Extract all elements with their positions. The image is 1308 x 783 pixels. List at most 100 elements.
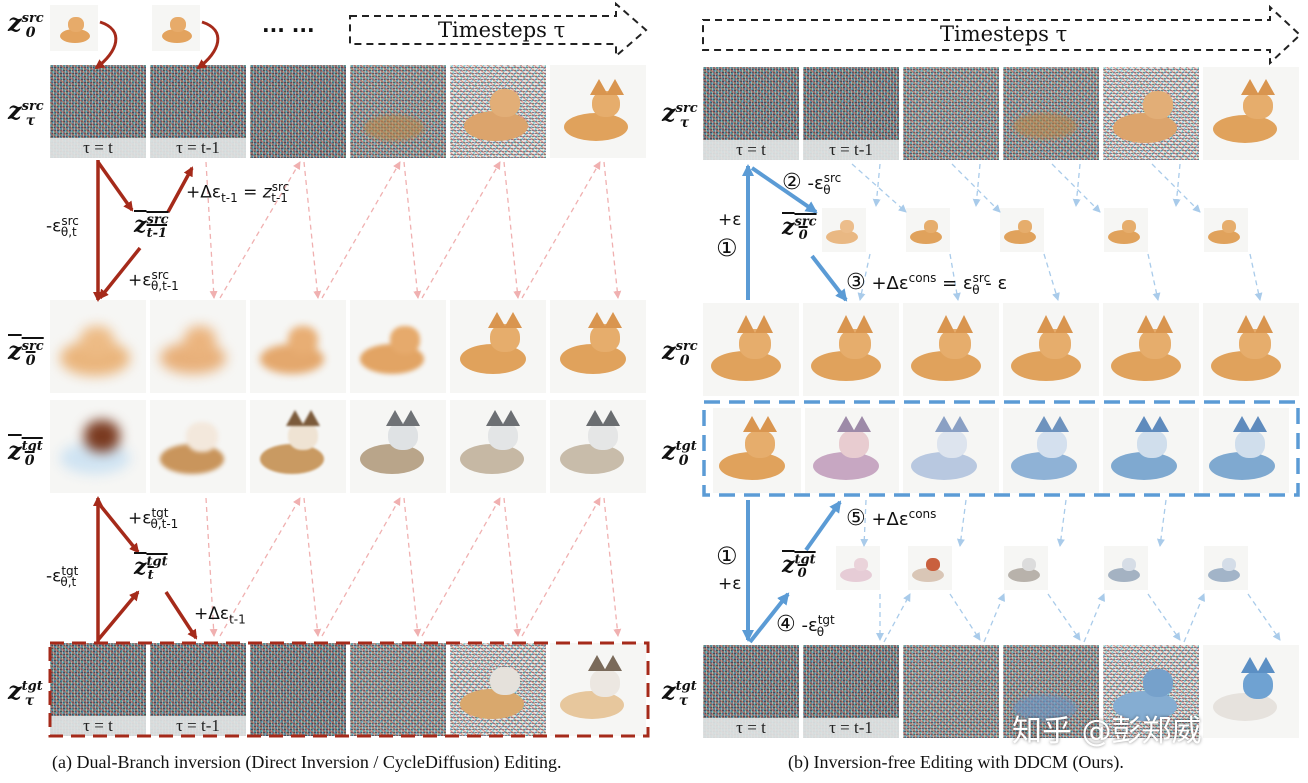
tau-t1-label: τ = t-1: [803, 718, 899, 738]
small-pred-src-3: [1000, 208, 1044, 252]
arrow-to-zbar-src: [96, 160, 134, 212]
src-clean-b-2: [803, 303, 899, 396]
tgt-edit-b-2: [805, 408, 899, 493]
delta-bottom: +Δεt-1: [194, 604, 246, 627]
small-pred-src-1: [822, 208, 866, 252]
blue-arrow-step5: [804, 500, 842, 552]
timesteps-arrow-a: [349, 1, 648, 59]
pos-eps-src: +εsrcθ,t-1: [128, 268, 179, 294]
pred-tgt-a-4: [350, 400, 446, 493]
blue-arrow-step4: [748, 592, 790, 644]
small-pred-src-2: [906, 208, 950, 252]
timesteps-label-a: Timesteps τ: [438, 18, 566, 42]
tgt-edit-b-4: [1003, 408, 1099, 493]
label-zbar0-src: zsrc0: [8, 336, 44, 369]
step2: ② -εsrcθ: [782, 170, 842, 197]
label-ztau-tgt-b: ztgtτ: [662, 676, 697, 709]
tgt-highlight-box-b: [702, 400, 1300, 497]
noise-tgt-a-2: τ = t-1: [150, 643, 246, 736]
pred-src-a-1: [50, 300, 146, 393]
pred-src-a-2: [150, 300, 246, 393]
label-zbar0-tgt: ztgt0: [8, 436, 43, 469]
src-clean-b-3: [903, 303, 999, 396]
arrow-zbar-to-down: [98, 246, 142, 300]
small-pred-src-5: [1204, 208, 1248, 252]
pred-tgt-a-5: [450, 400, 546, 493]
small-pred-tgt-4: [1104, 546, 1148, 590]
pred-src-a-5: [450, 300, 546, 393]
caption-a: (a) Dual-Branch inversion (Direct Invers…: [52, 752, 562, 772]
label-zbar0-src-b: zsrc0: [782, 214, 817, 244]
pos-eps-tgt: +εtgtθ,t-1: [128, 506, 179, 532]
label-z0-src: zsrc0: [8, 8, 44, 41]
tgt-edit-b-1: [713, 408, 801, 493]
arrow-zbar-tgt-down: [96, 590, 140, 642]
blue-arrow-step3: [810, 254, 848, 302]
pred-src-a-6: [550, 300, 646, 393]
small-pred-tgt-2: [908, 546, 952, 590]
noise-latent-a-4: [350, 65, 446, 158]
noise-latent-b-4: [1003, 67, 1099, 160]
pred-tgt-a-6: [550, 400, 646, 493]
label-ztau-src-b: zsrcτ: [662, 98, 698, 131]
noise-latent-b-3: [903, 67, 999, 160]
clean-tgt-b-6: [1203, 645, 1299, 738]
step1-bottom: ①: [716, 542, 738, 570]
pred-src-a-3: [250, 300, 346, 393]
curved-arrow-1: [94, 20, 118, 70]
noise-tgt-b-2: τ = t-1: [803, 645, 899, 738]
noise-tgt-b-5: [1103, 645, 1199, 738]
label-zbar-t-tgt: ztgtt: [134, 554, 168, 584]
clean-tgt-a-6: [550, 643, 646, 736]
noise-tgt-a-1: τ = t: [50, 643, 146, 736]
pred-tgt-a-2: [150, 400, 246, 493]
noise-tgt-b-4: [1003, 645, 1099, 738]
tau-t-label: τ = t: [50, 716, 146, 736]
tau-t1-label: τ = t-1: [803, 140, 899, 160]
src-clean-b-6: [1203, 303, 1299, 396]
neg-eps-src: -εsrcθ,t: [46, 214, 79, 240]
plus-eps-top: +ε: [718, 210, 742, 230]
noise-latent-a-3: [250, 65, 346, 158]
noise-latent-b-2: τ = t-1: [803, 67, 899, 160]
small-pred-tgt-1: [836, 546, 880, 590]
src-clean-b-4: [1003, 303, 1099, 396]
tau-t-label: τ = t: [703, 718, 799, 738]
clean-latent-b-6: [1203, 67, 1299, 160]
label-zbar-t1-src: zsrct-1: [134, 212, 169, 242]
noise-latent-b-1: τ = t: [703, 67, 799, 160]
noise-latent-a-1: τ = t: [50, 65, 146, 158]
label-z0-src-b: zsrc0: [662, 336, 698, 369]
timesteps-arrow-b: [702, 4, 1302, 66]
pred-tgt-a-3: [250, 400, 346, 493]
pred-src-a-4: [350, 300, 446, 393]
clean-latent-a-6: [550, 65, 646, 158]
watermark: 知乎 @彭郑威: [1012, 714, 1202, 749]
timesteps-label-b: Timesteps τ: [940, 22, 1068, 46]
noise-tgt-a-5: [450, 643, 546, 736]
step1-top: ①: [716, 234, 738, 262]
noise-tgt-b-3: [903, 645, 999, 738]
tau-t1-label: τ = t-1: [150, 716, 246, 736]
blue-arrow-step2: [750, 166, 818, 214]
label-z0-tgt-b: ztgt0: [662, 436, 697, 469]
pred-tgt-a-1: [50, 400, 146, 493]
noise-latent-a-5: [450, 65, 546, 158]
tgt-edit-b-6: [1203, 408, 1289, 493]
arrow-down-delta: [164, 591, 198, 640]
plus-eps-bottom: +ε: [718, 574, 742, 594]
src-clean-b-5: [1103, 303, 1199, 396]
tau-t-label: τ = t: [703, 140, 799, 160]
eq-delta-top: +Δεt-1 = zsrct-1: [186, 180, 290, 206]
tgt-highlight-box-a: [48, 641, 650, 738]
curved-arrow-2: [196, 20, 220, 70]
source-image-thumb-2: [152, 5, 200, 51]
noise-latent-a-2: τ = t-1: [150, 65, 246, 158]
arrow-to-zbar-tgt: [98, 503, 140, 554]
small-pred-tgt-5: [1204, 546, 1248, 590]
step3: ③ +Δεcons = εsrcθ - ε: [846, 270, 1008, 297]
noise-latent-b-5: [1103, 67, 1199, 160]
tau-t-label: τ = t: [50, 138, 146, 158]
